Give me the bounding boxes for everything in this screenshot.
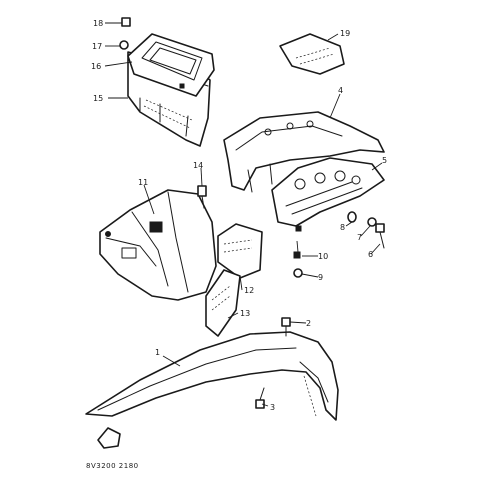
fastener-6-bolt <box>375 223 385 249</box>
callout-12: 12 <box>244 286 254 295</box>
fastener-3 <box>255 387 265 409</box>
small-bracket <box>97 427 121 449</box>
part-16-frame <box>127 33 215 97</box>
fastener-18 <box>121 17 131 27</box>
callout-labels: 1 2 3 4 5 6 7 8 9 10 11 12 13 14 15 16 1… <box>86 19 387 470</box>
diagram-code: 8V3200 2180 <box>86 462 139 470</box>
callout-15: 15 <box>93 94 103 103</box>
fastener-7 <box>367 217 377 227</box>
callout-9: 9 <box>318 273 323 282</box>
callout-14: 14 <box>193 161 203 170</box>
part-13-strip <box>205 269 241 337</box>
callout-13: 13 <box>240 309 250 318</box>
callout-10: 10 <box>318 252 328 261</box>
callout-6: 6 <box>368 250 373 259</box>
callout-19: 19 <box>340 29 350 38</box>
callout-8: 8 <box>340 223 345 232</box>
callout-5: 5 <box>382 156 387 165</box>
fastener-10 <box>293 251 301 259</box>
callout-7: 7 <box>357 233 362 242</box>
callout-18: 18 <box>93 19 103 28</box>
part-11-inner-fender <box>99 189 217 301</box>
callout-4: 4 <box>338 86 343 95</box>
fastener-8 <box>347 211 357 223</box>
callout-3: 3 <box>270 403 275 412</box>
callout-2: 2 <box>306 319 311 328</box>
callout-16: 16 <box>91 62 101 71</box>
part-4-rear-fender <box>223 111 385 193</box>
part-19-pad <box>279 33 345 75</box>
callout-11: 11 <box>138 178 148 187</box>
fastener-17 <box>119 40 129 50</box>
part-5-inner-tray <box>271 157 385 232</box>
fastener-9 <box>293 268 303 278</box>
leader-lines <box>104 22 383 407</box>
callout-1: 1 <box>155 348 160 357</box>
part-12-flap <box>217 223 263 279</box>
callout-17: 17 <box>92 42 102 51</box>
part-1-front-fender <box>85 331 339 421</box>
